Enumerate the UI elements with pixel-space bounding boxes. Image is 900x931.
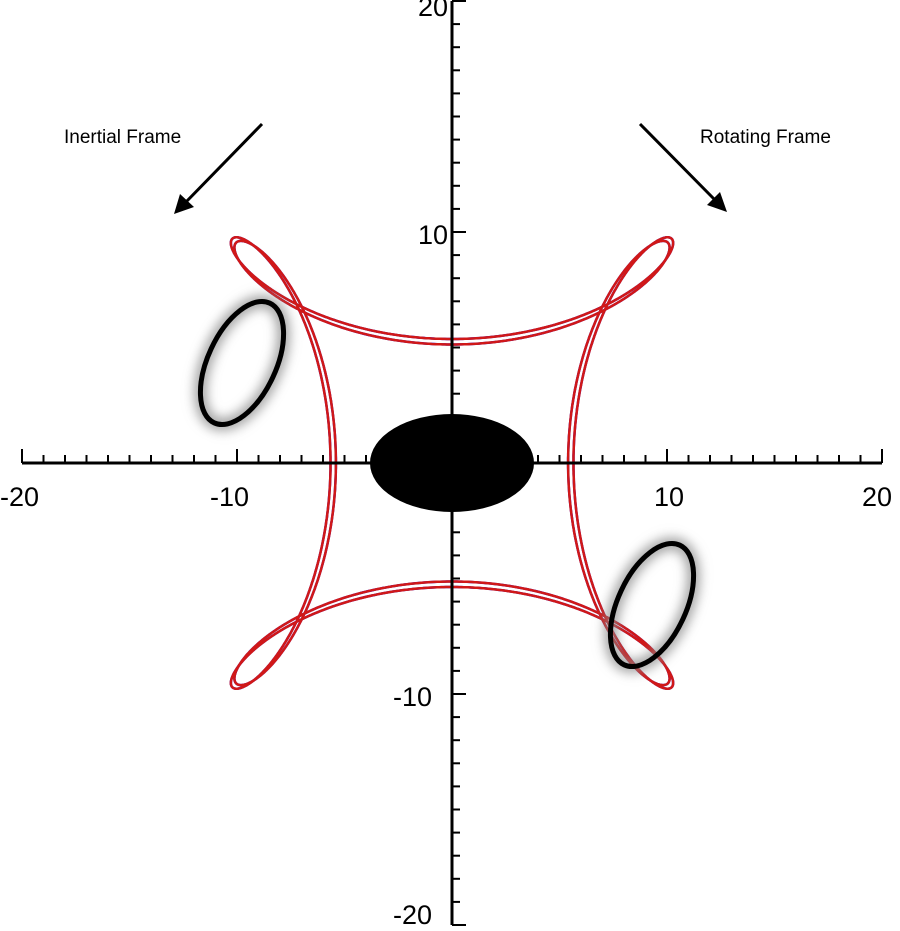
central-body: [370, 414, 534, 512]
x-tick-label: 20: [862, 482, 893, 512]
x-tick-label: -10: [210, 482, 250, 512]
y-tick-label: 10: [418, 220, 449, 250]
inertial-frame-label: Inertial Frame: [64, 127, 182, 148]
x-tick-label: -20: [0, 482, 40, 512]
rotating-frame-label: Rotating Frame: [700, 127, 831, 148]
y-tick-label: -20: [393, 900, 433, 930]
rotating-trajectory: [229, 236, 675, 690]
y-tick-label: -10: [393, 682, 433, 712]
arrow-inertial: [174, 122, 264, 214]
x-tick-label: 10: [654, 482, 685, 512]
highlight-ellipse-right: [605, 538, 699, 672]
y-tick-label: 20: [418, 0, 449, 22]
arrow-rotating: [638, 122, 727, 212]
highlight-ellipse-left: [195, 296, 289, 430]
